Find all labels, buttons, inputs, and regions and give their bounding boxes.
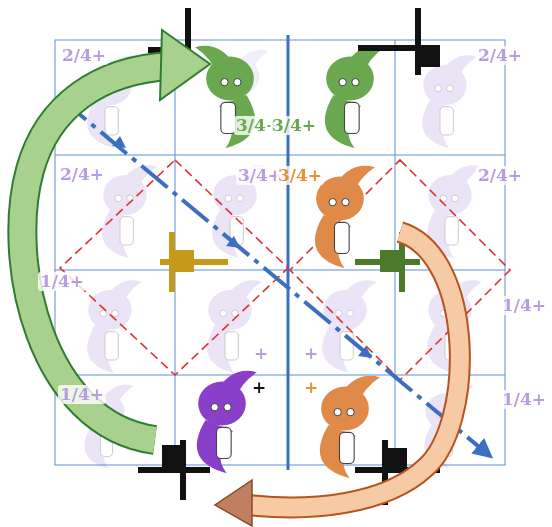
fraction-label: 2/4+ [58,165,106,184]
fraction-label: 3/4+ [276,166,324,185]
plus-sign: + [302,378,320,397]
plus-sign: + [302,344,320,363]
fraction-label: 2/4+ [476,46,524,65]
fraction-label: 1/4+ [500,390,548,409]
plus-sign: + [250,378,268,397]
fraction-label: 1/4+ [58,385,106,404]
fraction-label: 2/4+ [60,46,108,65]
fraction-label: 3/4+ [270,116,318,135]
plus-sign: + [252,344,270,363]
fraction-label: 1/4+ [500,296,548,315]
fraction-label: 1/4+ [38,272,86,291]
fraction-label: 2/4+ [476,166,524,185]
